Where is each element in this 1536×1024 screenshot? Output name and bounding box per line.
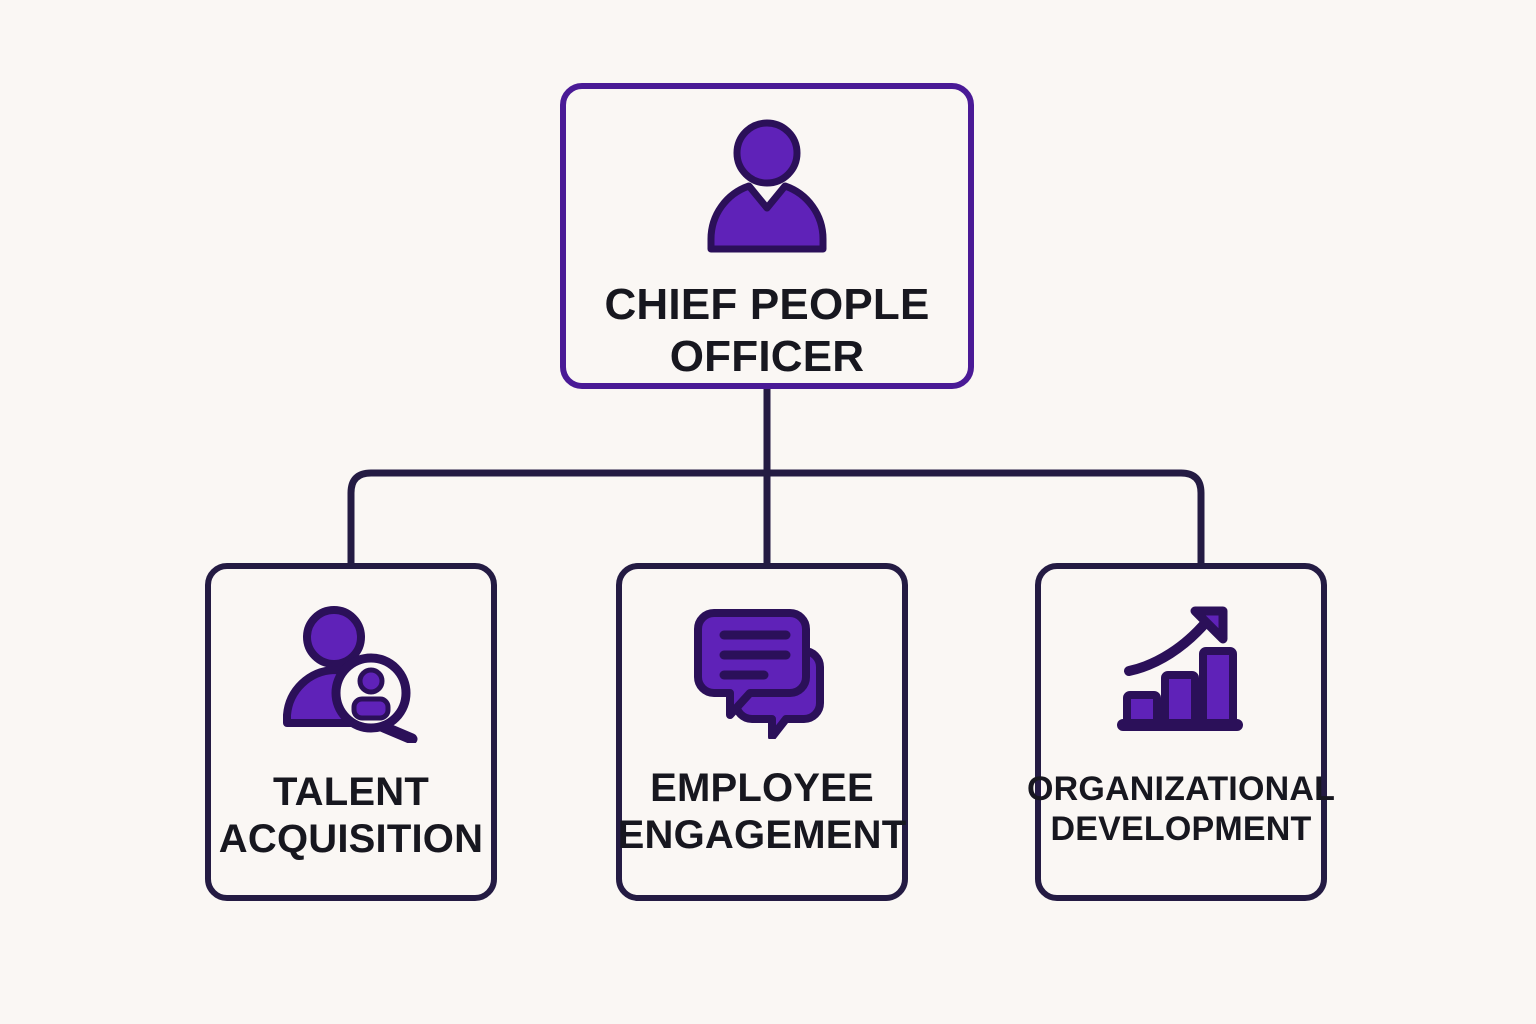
node-organizational-development[interactable]: ORGANIZATIONAL DEVELOPMENT — [1027, 563, 1335, 901]
bar-large-icon — [1199, 647, 1237, 727]
person-body-icon — [707, 182, 827, 253]
person-head-icon — [303, 606, 365, 668]
connector-bus — [347, 469, 1205, 563]
bar-medium-icon — [1161, 671, 1199, 727]
person-icon — [701, 117, 833, 257]
person-head-icon — [733, 119, 801, 187]
node-label-organizational-development: ORGANIZATIONAL DEVELOPMENT — [1026, 770, 1336, 849]
person-search-icon — [281, 603, 421, 743]
bar-small-icon — [1123, 691, 1161, 727]
magnifier-person-head-icon — [357, 667, 385, 695]
growth-arrow-head-icon — [1190, 606, 1228, 644]
node-label-chief-people-officer: CHIEF PEOPLE OFFICER — [604, 280, 930, 381]
growth-arrow-curve-icon — [1124, 616, 1212, 676]
node-talent-acquisition[interactable]: TALENT ACQUISITION — [205, 563, 497, 901]
chart-baseline-icon — [1117, 719, 1243, 731]
node-employee-engagement[interactable]: EMPLOYEE ENGAGEMENT — [616, 563, 908, 901]
magnifier-person-body-icon — [351, 696, 391, 721]
node-chief-people-officer[interactable]: CHIEF PEOPLE OFFICER — [560, 83, 974, 389]
node-label-employee-engagement: EMPLOYEE ENGAGEMENT — [617, 766, 907, 858]
node-label-talent-acquisition: TALENT ACQUISITION — [218, 770, 484, 862]
chat-bubbles-icon — [692, 603, 832, 739]
growth-chart-icon — [1111, 603, 1251, 739]
